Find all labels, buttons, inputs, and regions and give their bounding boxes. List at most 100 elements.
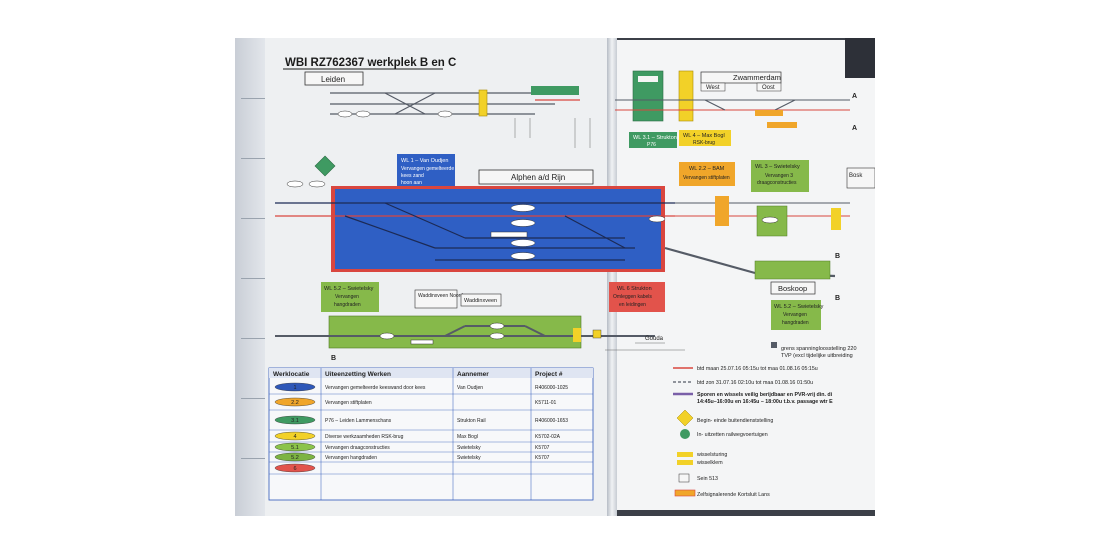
wl4-title: WL 4 – Max Bogl (683, 133, 725, 139)
green-label-top (531, 86, 579, 95)
sheet-title: WBI RZ762367 werkplek B en C (285, 57, 456, 69)
wl31-box (629, 132, 677, 148)
station-box-zwammerdam (700, 71, 782, 84)
track-zwammerdam (615, 99, 850, 111)
table-row-badge (274, 415, 316, 425)
legend-grens: grens spanningloosstelling 220 (781, 346, 857, 352)
wl4-box (679, 130, 731, 146)
station-boskoop-right: Bosk (849, 173, 863, 179)
table-cell-project: K5702-02A (535, 434, 561, 440)
table-header-aannemer: Aannemer (457, 371, 489, 378)
wl1-title: WL 1 – Van Oudjen (401, 158, 448, 164)
table-cell-werken: Diverse werkzaamheden RSK-brug (325, 434, 404, 440)
zwammerdam-west: West (706, 85, 720, 91)
table-cell-werklocatie: 5.2 (291, 455, 299, 461)
station-alphen: Alphen a/d Rijn (511, 173, 565, 182)
legend-item1b: In- uitzetten railwegvoertuigen (697, 432, 768, 438)
photo-frame: WBI RZ762367 werkplek B en C Leiden (235, 38, 875, 516)
wl3-line1: Vervangen 3 (765, 173, 793, 179)
station-waddinxveen: Waddinxveen (464, 298, 497, 304)
wl6-line1: Omleggen kabels (613, 294, 652, 300)
table-row-badge (274, 397, 316, 407)
table-header-werklocatie: Werklocatie (273, 371, 310, 378)
legend-item1a: Begin- einde buitendienststelling (697, 418, 773, 424)
legend-btd1: btd maan 25.07.16 05:15u tot maa 01.08.1… (697, 366, 818, 372)
station-box-leiden (304, 71, 364, 86)
wl4-line1: RSK-brug (693, 140, 715, 146)
marker-a-top: A (852, 93, 857, 100)
wl31-line1: P76 (647, 142, 656, 148)
yellow-signal-area (478, 89, 488, 117)
table-cell-aannemer: Max Bogl (457, 434, 478, 440)
zwammerdam-oost: Oost (762, 85, 775, 91)
wl22-line1: Vervangen stiftplaten (683, 175, 730, 181)
station-leiden: Leiden (321, 75, 345, 84)
table-cell-werklocatie: 1 (293, 385, 296, 391)
wl6-title: WL 6 Strukton (617, 286, 652, 292)
wl1-box (397, 154, 455, 188)
table-cell-werken: Vervangen draagconstructies (325, 445, 390, 451)
wl52a-line1: Vervangen (335, 294, 359, 300)
boskoop-green-area (754, 260, 831, 280)
wl52b-line1: Vervangen (783, 312, 807, 318)
table-cell-project: K5707 (535, 445, 550, 451)
marker-a-bottom: A (852, 125, 857, 132)
table-row-badge (274, 382, 316, 392)
wl3-line2: draagconstructies (757, 180, 797, 186)
table-cell-werken: P76 – Leiden Lammenschans (325, 418, 392, 424)
table-cell-werklocatie: 3.1 (291, 418, 299, 424)
table-cell-werken: Vervangen stiftplaten (325, 400, 372, 406)
table-row-badge (274, 431, 316, 441)
legend-btd2: btd zon 31.07.16 02:10u tot maa 01.08.16… (697, 380, 813, 386)
wl22-title: WL 2.2 – BAM (689, 166, 725, 172)
station-boskoop: Boskoop (778, 284, 807, 293)
legend-item2b: wisselklem (697, 460, 723, 466)
wl1-line1: Vervangen gemelteerde (401, 166, 454, 172)
table-cell-werklocatie: 5.1 (291, 445, 299, 451)
station-box-boskoop (770, 281, 816, 295)
marker-b-right-top: B (835, 253, 840, 260)
binder-spine (607, 38, 617, 516)
wl52a-title: WL 5.2 – Swietelsky (324, 286, 374, 292)
table-row-badge (274, 452, 316, 462)
wl1-line2: kees zand (401, 173, 424, 179)
background-corner (845, 38, 875, 78)
green-diamond-marker (314, 155, 336, 177)
wl3-box (751, 160, 809, 192)
marker-b-left: B (331, 355, 336, 362)
legend-item2a: wisselsturing (697, 452, 727, 458)
track-diagram: WBI RZ762367 werkplek B en C Leiden (268, 57, 875, 501)
wl31-title: WL 3.1 – Strukton (633, 135, 677, 141)
table-cell-werklocatie: 4 (293, 434, 296, 440)
track-leiden (330, 92, 580, 115)
table-cell-werken: Vervangen gemelteerde keeswand door kees (325, 385, 426, 391)
wl52a-box (321, 282, 379, 312)
work-table: Werklocatie Uiteenzetting Werken Aanneme… (268, 367, 594, 501)
table-cell-project: R406000-1653 (535, 418, 568, 424)
wl1-line3: hoon aan (401, 180, 422, 186)
wl52b-title: WL 5.2 – Swietelsky (774, 304, 824, 310)
table-cell-werken: Vervangen hangdraden (325, 455, 377, 461)
table-cell-werklocatie: 6 (293, 466, 296, 472)
wl22-box (679, 162, 735, 186)
table-row-badge (274, 442, 316, 452)
legend-item4: Zelfsignalerende Kortsluit Lans (697, 492, 770, 498)
table-cell-aannemer: Van Oudjen (457, 385, 483, 391)
legend: grens spanningloosstelling 220 TVP (excl… (673, 342, 857, 498)
wl3-title: WL 3 – Swietelsky (755, 164, 800, 170)
station-waddinxveen-noord: Waddinxveen Noord (418, 293, 463, 299)
wl6-line2: en leidingen (619, 302, 646, 308)
table-cell-project: R406000-1025 (535, 385, 568, 391)
wl6-box (609, 282, 665, 312)
table-header-uiteenzetting: Uiteenzetting Werken (325, 371, 391, 378)
binder-pages-edge (235, 38, 269, 516)
table-cell-aannemer: Strukton Rail (457, 418, 486, 424)
wl52b-line2: hangdraden (782, 320, 809, 326)
station-box-alphen (478, 169, 594, 185)
table-cell-project: K5711-01 (535, 400, 557, 406)
station-zwammerdam: Zwammerdam (733, 73, 781, 82)
bridge-yellow-block (678, 70, 694, 122)
table-cell-project: K5707 (535, 455, 550, 461)
orange-signal-block (715, 196, 729, 226)
wl52b-box (771, 300, 821, 330)
